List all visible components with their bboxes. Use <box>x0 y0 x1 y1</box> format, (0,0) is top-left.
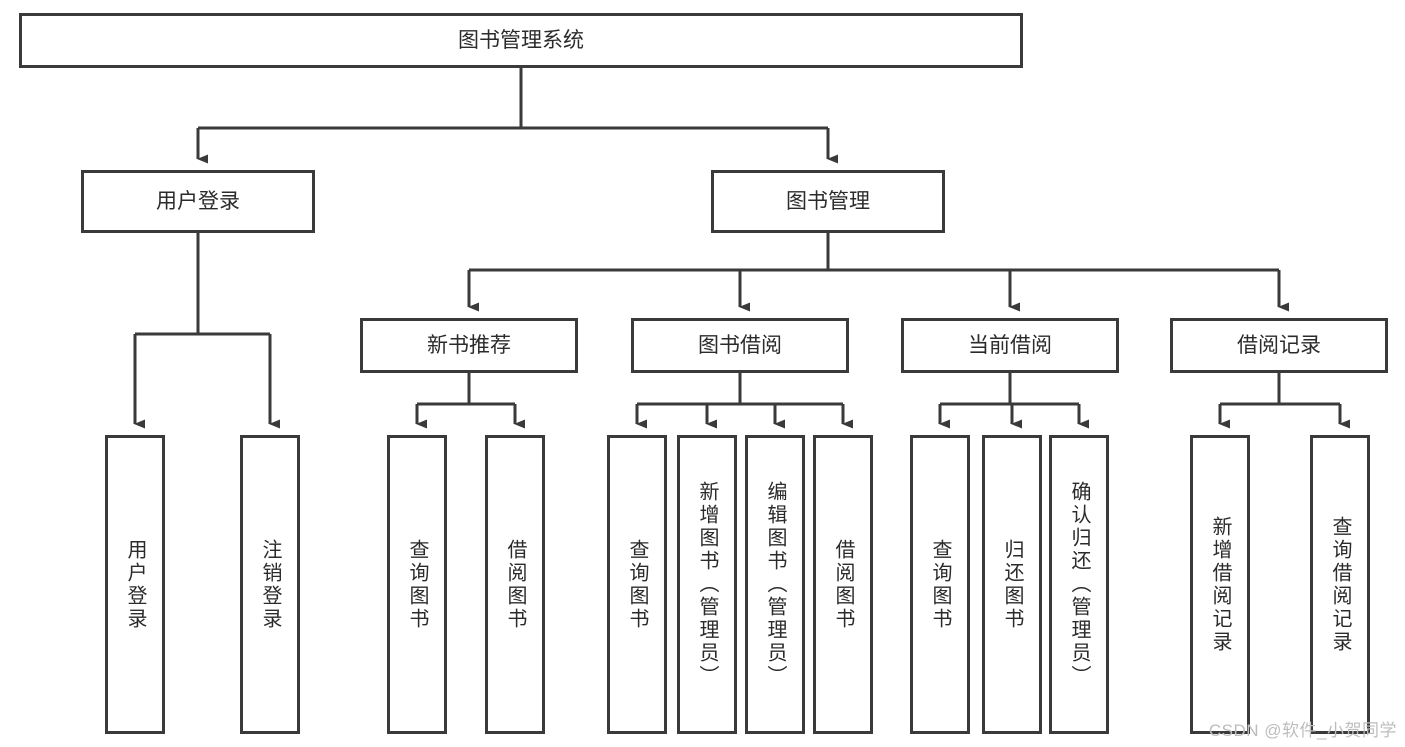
node-box-br-query[interactable] <box>1310 435 1370 734</box>
node-box-user-login-login[interactable] <box>105 435 165 734</box>
node-label-new-book-rec: 新书推荐 <box>427 334 511 357</box>
connector-group-borrow-record <box>1218 373 1350 429</box>
connector-group-current-borrow <box>938 373 1089 429</box>
connector-group-book-borrow <box>635 373 853 429</box>
node-label-book-manage: 图书管理 <box>786 190 870 213</box>
node-box-book-manage[interactable] <box>711 170 945 233</box>
connector-layer <box>133 68 1350 429</box>
node-current-borrow[interactable]: 当前借阅 <box>901 318 1119 373</box>
node-user-login-logout[interactable] <box>240 435 300 734</box>
node-box-borrow-record[interactable] <box>1170 318 1388 373</box>
node-root[interactable]: 图书管理系统 <box>19 13 1023 68</box>
node-label-root: 图书管理系统 <box>458 29 584 52</box>
node-box-cb-query[interactable] <box>910 435 970 734</box>
node-box-book-borrow[interactable] <box>631 318 849 373</box>
node-label-book-borrow: 图书借阅 <box>698 334 782 357</box>
node-box-bb-query[interactable] <box>607 435 667 734</box>
node-box-bb-edit[interactable] <box>745 435 805 734</box>
node-box-cb-confirm[interactable] <box>1049 435 1109 734</box>
node-cb-query[interactable] <box>910 435 970 734</box>
connector-group-book-manage <box>467 233 1289 312</box>
node-box-cb-return[interactable] <box>982 435 1042 734</box>
node-user-login-login[interactable] <box>105 435 165 734</box>
node-label-borrow-record: 借阅记录 <box>1237 334 1321 357</box>
node-box-root[interactable] <box>19 13 1023 68</box>
node-label-current-borrow: 当前借阅 <box>968 334 1052 357</box>
node-box-bb-borrow[interactable] <box>813 435 873 734</box>
node-cb-return[interactable] <box>982 435 1042 734</box>
connector-group-user-login <box>133 233 280 429</box>
node-box-br-add[interactable] <box>1190 435 1250 734</box>
node-box-user-login[interactable] <box>81 170 315 233</box>
node-bb-edit[interactable] <box>745 435 805 734</box>
node-bb-query[interactable] <box>607 435 667 734</box>
node-new-book-rec[interactable]: 新书推荐 <box>360 318 578 373</box>
node-bb-add[interactable] <box>677 435 737 734</box>
node-br-add[interactable] <box>1190 435 1250 734</box>
node-user-login[interactable]: 用户登录 <box>81 170 315 233</box>
node-box-current-borrow[interactable] <box>901 318 1119 373</box>
node-label-user-login: 用户登录 <box>156 190 240 213</box>
node-bb-borrow[interactable] <box>813 435 873 734</box>
connector-group-new-book-rec <box>415 373 525 429</box>
connector-group-root <box>196 68 838 164</box>
node-book-borrow[interactable]: 图书借阅 <box>631 318 849 373</box>
node-box-user-login-logout[interactable] <box>240 435 300 734</box>
node-nbr-query[interactable] <box>387 435 447 734</box>
node-box-nbr-query[interactable] <box>387 435 447 734</box>
node-cb-confirm[interactable] <box>1049 435 1109 734</box>
node-book-manage[interactable]: 图书管理 <box>711 170 945 233</box>
node-nbr-borrow[interactable] <box>485 435 545 734</box>
node-borrow-record[interactable]: 借阅记录 <box>1170 318 1388 373</box>
node-box-new-book-rec[interactable] <box>360 318 578 373</box>
node-box-nbr-borrow[interactable] <box>485 435 545 734</box>
node-box-bb-add[interactable] <box>677 435 737 734</box>
node-br-query[interactable] <box>1310 435 1370 734</box>
